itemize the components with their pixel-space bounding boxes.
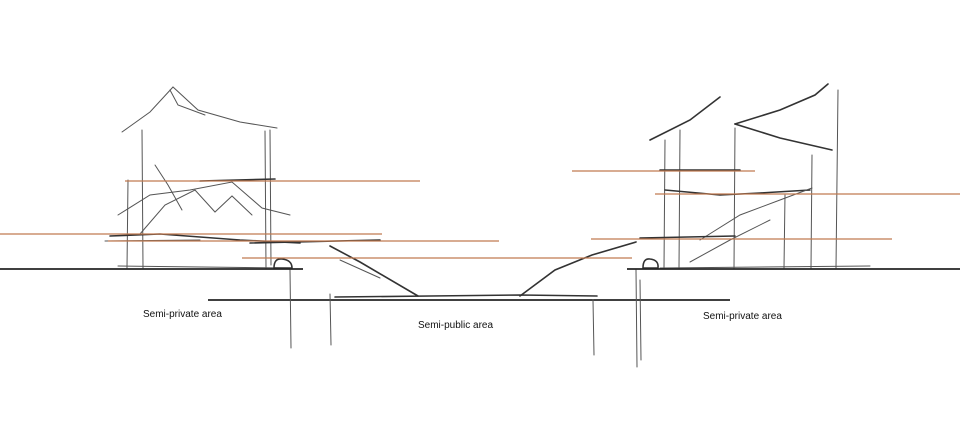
sight-lines bbox=[0, 170, 960, 259]
ground-lines bbox=[0, 268, 960, 301]
path-surface bbox=[334, 294, 598, 298]
ramp-right bbox=[519, 241, 637, 297]
ramp-left bbox=[329, 245, 419, 297]
right-building-sketch bbox=[639, 83, 871, 269]
label-semi-private-left: Semi-private area bbox=[143, 309, 222, 320]
middle-sunken-path bbox=[289, 241, 642, 368]
label-semi-private-right: Semi-private area bbox=[703, 311, 782, 322]
label-semi-public: Semi-public area bbox=[418, 320, 494, 331]
